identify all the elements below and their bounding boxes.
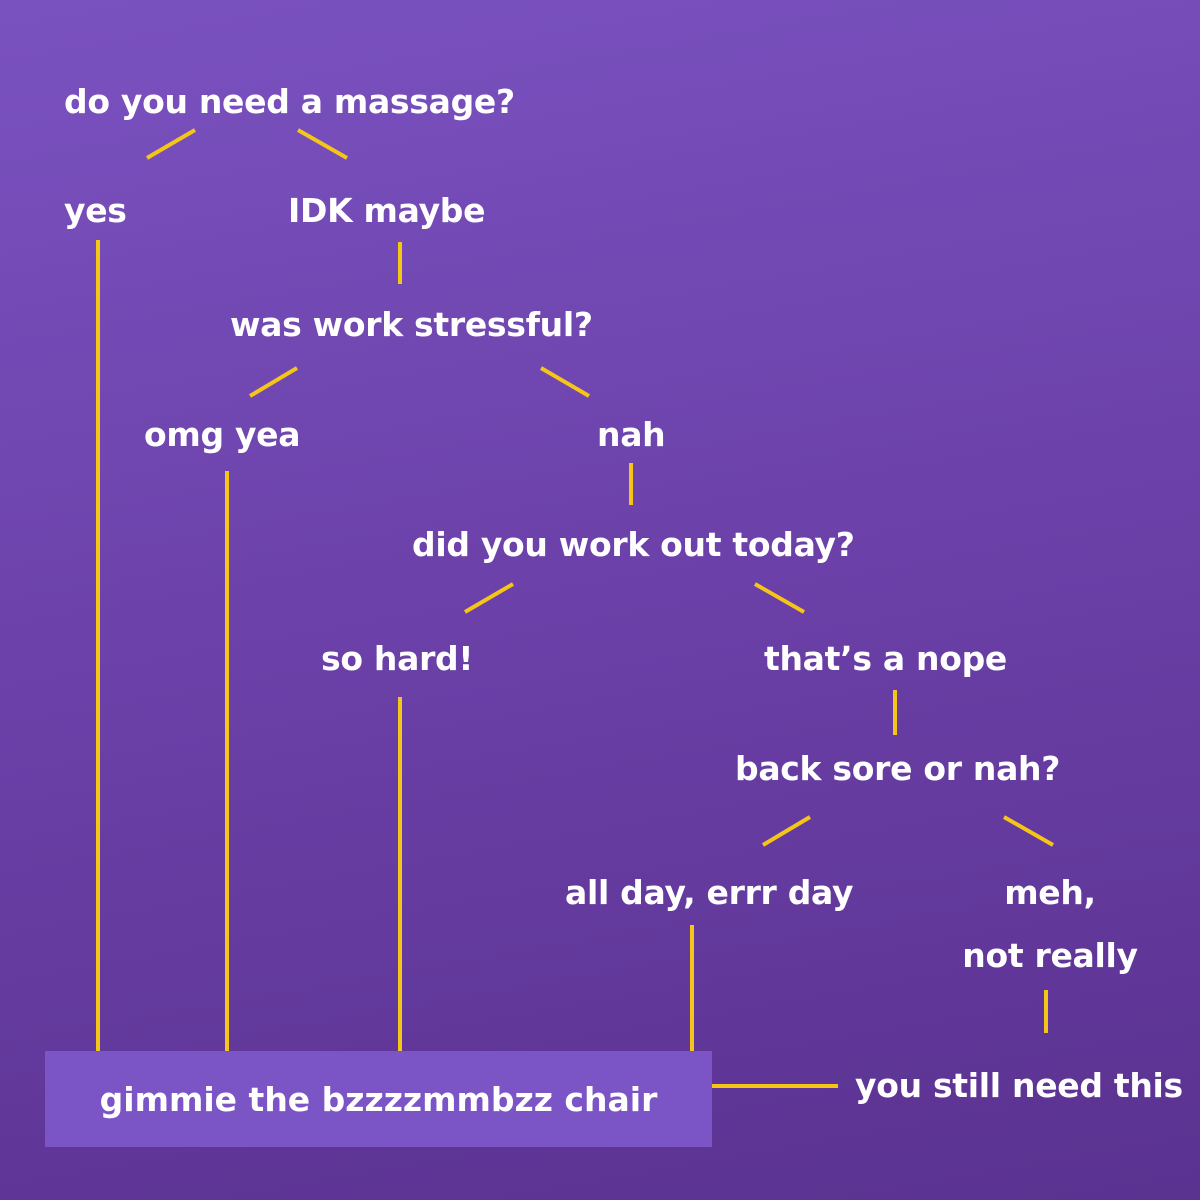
result-label: gimmie the bzzzzmmbzz chair [99, 1079, 658, 1119]
result-box: gimmie the bzzzzmmbzz chair [45, 1051, 712, 1147]
answer-meh-line-1: meh, [1004, 873, 1096, 912]
question-work-stressful: was work stressful? [230, 305, 593, 344]
question-back-sore: back sore or nah? [735, 749, 1061, 788]
connector-q2-to-nah [539, 366, 591, 398]
answer-nah: nah [597, 415, 666, 454]
connector-q1-to-idk [297, 128, 348, 160]
answer-so-hard: so hard! [321, 639, 474, 678]
connector-q4-to-allday [761, 815, 812, 847]
answer-meh-line-2: not really [962, 936, 1138, 975]
question-need-massage: do you need a massage? [64, 82, 515, 121]
connector-q3-to-sohard [463, 582, 515, 614]
connector-q2-to-omg [248, 366, 299, 398]
answer-idk-maybe: IDK maybe [288, 191, 486, 230]
answer-all-day: all day, errr day [565, 873, 854, 912]
connector-q1-to-yes [145, 128, 197, 160]
connector-q4-to-meh [1003, 815, 1054, 847]
connector-q3-to-nope [754, 582, 805, 614]
you-still-need-this: you still need this [855, 1066, 1183, 1105]
answer-omg-yea: omg yea [144, 415, 301, 454]
answer-thats-a-nope: that’s a nope [764, 639, 1008, 678]
question-work-out-today: did you work out today? [412, 525, 855, 564]
answer-yes: yes [64, 191, 127, 230]
